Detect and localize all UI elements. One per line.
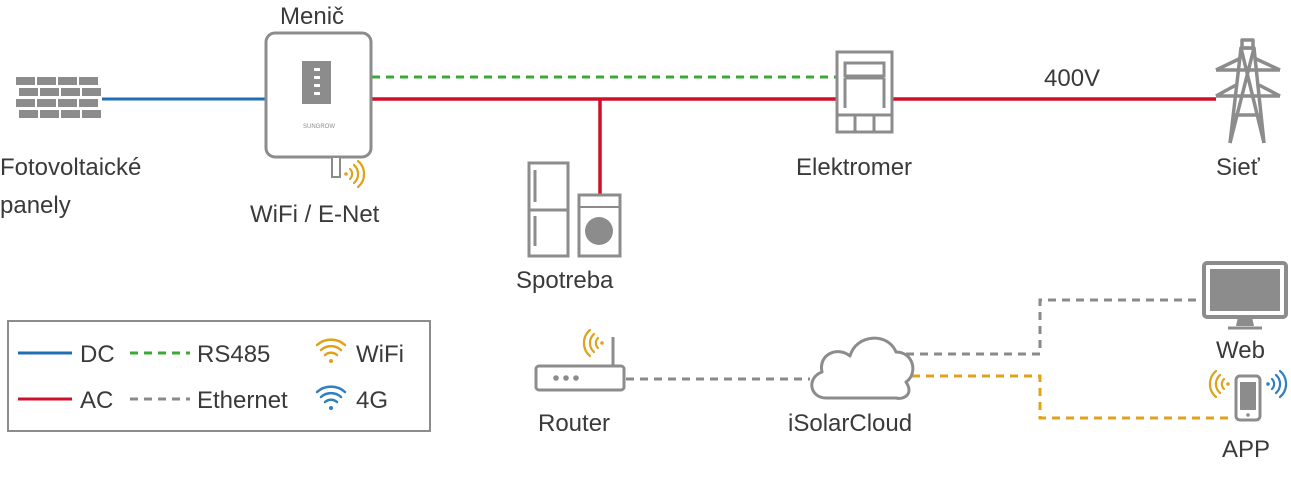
meter-label: Elektromer — [796, 154, 912, 181]
legend-ac-label: AC — [80, 387, 113, 414]
legend: DC RS485 WiFi AC Ethernet 4G — [7, 320, 431, 432]
monitor-icon — [1202, 261, 1288, 330]
inverter-icon: SUNGROW — [264, 31, 373, 178]
wifi-enet-label: WiFi / E-Net — [250, 201, 380, 228]
electricity-meter-icon — [835, 50, 894, 134]
consumption-label: Spotreba — [516, 267, 614, 294]
panels-label-line1: Fotovoltaické — [0, 154, 141, 181]
legend-ethernet-label: Ethernet — [197, 387, 288, 414]
inverter-brand: SUNGROW — [303, 124, 335, 130]
legend-dc-label: DC — [80, 341, 115, 368]
cloud-icon — [810, 336, 915, 400]
cloud-label: iSolarCloud — [788, 410, 912, 437]
wifi-icon — [344, 159, 366, 189]
transmission-tower-icon — [1215, 38, 1281, 144]
wifi-line-cloud-app — [912, 374, 1234, 420]
phone-4g-icon — [1266, 369, 1288, 399]
washing-machine-icon — [577, 193, 622, 258]
router-wifi-icon — [582, 328, 604, 358]
router-icon — [534, 337, 626, 392]
web-label: Web — [1216, 337, 1265, 364]
legend-4g-label: 4G — [356, 387, 388, 414]
legend-wifi-icon — [315, 338, 347, 363]
phone-wifi-icon — [1208, 369, 1230, 399]
grid-label: Sieť — [1216, 154, 1261, 181]
legend-rs485-label: RS485 — [197, 341, 270, 368]
voltage-label: 400V — [1044, 65, 1100, 92]
fridge-icon — [527, 161, 570, 258]
router-label: Router — [538, 410, 610, 437]
solar-panel-icon — [16, 77, 101, 118]
app-label: APP — [1222, 436, 1270, 463]
legend-4g-icon — [315, 385, 347, 410]
inverter-label: Menič — [280, 3, 344, 30]
smartphone-icon — [1234, 374, 1262, 422]
legend-wifi-label: WiFi — [356, 341, 404, 368]
panels-label-line2: panely — [0, 192, 71, 219]
ethernet-line-cloud-web — [906, 298, 1204, 356]
